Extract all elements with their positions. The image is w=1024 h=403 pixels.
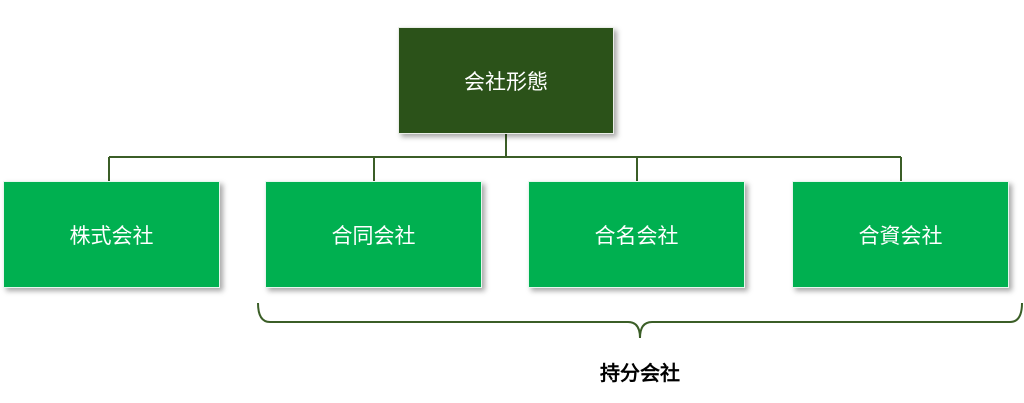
group-label: 持分会社 (600, 361, 680, 385)
child-node-label: 合同会社 (331, 223, 416, 248)
root-node: 会社形態 (398, 27, 614, 134)
child-node-godo: 合同会社 (265, 181, 482, 288)
group-brace (257, 302, 1023, 339)
child-node-label: 合名会社 (594, 223, 679, 248)
child-node-goshi: 合資会社 (792, 181, 1009, 288)
child-node-label: 株式会社 (69, 223, 154, 248)
child-node-gomei: 合名会社 (528, 181, 745, 288)
child-node-label: 合資会社 (858, 223, 943, 248)
child-node-kabushiki: 株式会社 (3, 181, 220, 288)
root-node-label: 会社形態 (464, 69, 548, 94)
